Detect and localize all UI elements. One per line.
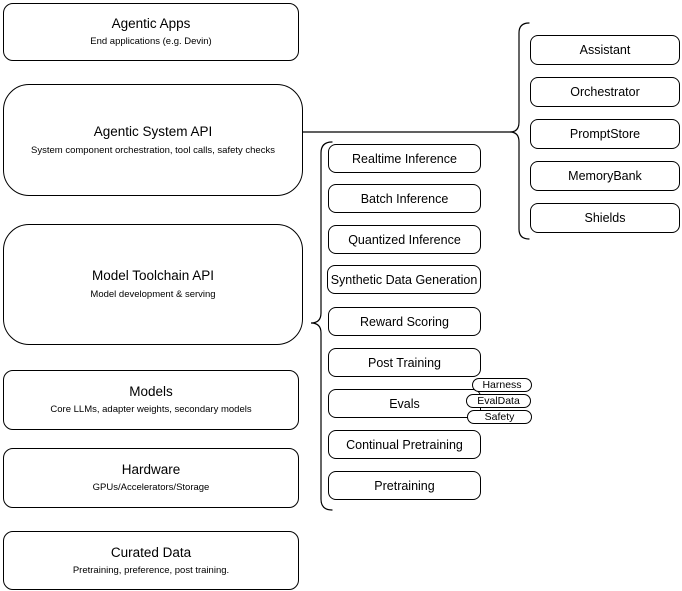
node-title: Agentic Apps <box>111 16 191 31</box>
node-pretraining: Pretraining <box>328 471 481 500</box>
node-realtime-inference: Realtime Inference <box>328 144 481 173</box>
node-reward-scoring: Reward Scoring <box>328 307 481 336</box>
components-brace <box>509 22 530 240</box>
node-curated-data: Curated Data Pretraining, preference, po… <box>3 531 299 590</box>
node-agentic-apps: Agentic Apps End applications (e.g. Devi… <box>3 3 299 61</box>
node-title: Hardware <box>121 462 181 477</box>
node-subtitle: End applications (e.g. Devin) <box>90 36 212 47</box>
pill-harness: Harness <box>472 378 532 392</box>
node-hardware: Hardware GPUs/Accelerators/Storage <box>3 448 299 508</box>
node-continual-pretraining: Continual Pretraining <box>328 430 481 459</box>
node-subtitle: System component orchestration, tool cal… <box>31 144 275 156</box>
node-quantized-inference: Quantized Inference <box>328 225 481 254</box>
node-shields: Shields <box>530 203 680 233</box>
node-title: Model Toolchain API <box>91 268 215 283</box>
node-title: Curated Data <box>110 544 192 560</box>
node-subtitle: Pretraining, preference, post training. <box>72 564 230 576</box>
pill-evaldata: EvalData <box>466 394 531 408</box>
node-batch-inference: Batch Inference <box>328 184 481 213</box>
node-evals: Evals <box>328 389 481 418</box>
node-subtitle: GPUs/Accelerators/Storage <box>92 482 210 493</box>
node-post-training: Post Training <box>328 348 481 377</box>
node-subtitle: Core LLMs, adapter weights, secondary mo… <box>50 404 252 415</box>
node-title: Agentic System API <box>93 123 213 139</box>
toolchain-brace <box>310 141 333 511</box>
node-assistant: Assistant <box>530 35 680 65</box>
node-agentic-system-api: Agentic System API System component orch… <box>3 84 303 196</box>
node-orchestrator: Orchestrator <box>530 77 680 107</box>
pill-safety: Safety <box>467 410 532 424</box>
node-promptstore: PromptStore <box>530 119 680 149</box>
node-subtitle: Model development & serving <box>90 289 216 300</box>
node-model-toolchain-api: Model Toolchain API Model development & … <box>3 224 303 345</box>
node-models: Models Core LLMs, adapter weights, secon… <box>3 370 299 430</box>
node-synthetic-data-generation: Synthetic Data Generation <box>327 265 481 294</box>
node-memorybank: MemoryBank <box>530 161 680 191</box>
node-title: Models <box>129 384 173 399</box>
